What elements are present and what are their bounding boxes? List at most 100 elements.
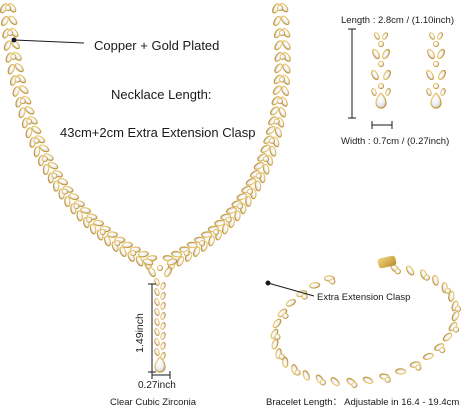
crystal-stone — [380, 31, 390, 41]
crystal-stone — [384, 87, 392, 97]
crystal-stone — [159, 341, 167, 351]
crystal-stone — [452, 326, 460, 333]
crystal-stone — [278, 29, 286, 37]
crystal-stone — [276, 98, 284, 105]
crystal-stone — [262, 163, 271, 176]
crystal-stone — [233, 209, 242, 222]
crystal-stone — [425, 47, 437, 61]
crystal-stone — [423, 274, 430, 281]
crystal-stone — [284, 297, 298, 309]
crystal-stone — [278, 76, 286, 83]
crystal-stone — [439, 347, 446, 354]
crystal-stone — [212, 228, 220, 236]
crystal-stone — [254, 179, 262, 192]
earring-width-label: Width : 0.7cm / (0.27inch) — [341, 136, 450, 147]
crystal-stone — [432, 60, 440, 68]
crystal-stone — [153, 277, 161, 287]
crystal-stone — [394, 368, 407, 375]
crystal-stone — [441, 331, 454, 343]
pendant-width-label: 0.27inch — [138, 380, 176, 391]
annotation-lines — [11, 28, 393, 379]
crystal-stone — [7, 29, 14, 37]
crystal-stone — [272, 39, 285, 52]
crystal-stone — [377, 60, 385, 68]
crystal-stone — [153, 327, 161, 337]
crystal-stone — [51, 172, 58, 179]
crystal-stone — [146, 265, 158, 279]
crystal-stone — [26, 118, 33, 125]
crystal-stone — [301, 369, 312, 382]
crystal-stone — [33, 137, 40, 144]
crystal-stone — [37, 142, 51, 154]
crystal-stone — [279, 14, 291, 27]
crystal-stone — [277, 105, 288, 119]
bracelet-length-label: Bracelet Length： Adjustable in 16.4 - 19… — [266, 397, 460, 408]
crystal-stone — [384, 376, 391, 383]
crystal-stone — [4, 4, 12, 12]
crystal-stone — [427, 31, 437, 41]
crystal-stone — [156, 264, 164, 272]
crystal-stone — [159, 291, 167, 301]
crystal-stone — [99, 228, 106, 236]
crystal-stone — [52, 180, 60, 192]
crystal-stone — [198, 240, 206, 247]
crystal-stone — [153, 347, 161, 357]
crystal-stone — [183, 250, 190, 257]
crystal-stone — [245, 195, 252, 207]
crystal-stone — [268, 137, 276, 144]
bracelet — [269, 255, 462, 389]
crystal-stone — [430, 92, 442, 109]
crystal-stone — [447, 290, 456, 303]
crystal-stone — [370, 87, 378, 97]
crystal-stone — [422, 351, 435, 362]
crystal-stone — [435, 47, 447, 61]
crystal-stone — [381, 68, 393, 82]
crystal-stone — [92, 219, 105, 227]
crystal-stone — [329, 375, 342, 388]
crystal-stone — [73, 203, 80, 210]
crystal-stone — [153, 297, 161, 307]
crystal-stone — [436, 68, 448, 82]
crystal-stone — [294, 369, 301, 376]
crystal-stone — [30, 124, 43, 136]
crystal-stone — [159, 301, 167, 311]
crystal-stone — [380, 47, 392, 61]
crystal-stone — [273, 118, 280, 125]
crystal-stone — [23, 104, 36, 117]
crystal-stone — [153, 337, 161, 347]
crystal-stone — [61, 188, 68, 195]
crystal-stone — [271, 84, 284, 97]
crystal-stone — [270, 337, 280, 351]
crystal-stone — [137, 250, 150, 258]
crystal-stone — [276, 4, 284, 12]
crystal-stone — [153, 287, 161, 297]
earring-right — [424, 31, 448, 109]
crystal-stone — [106, 231, 119, 238]
crystal-stone — [450, 309, 461, 323]
crystal-stone — [308, 281, 321, 290]
necklace-pendant — [141, 257, 179, 373]
crystal-stone — [17, 83, 30, 96]
crystal-stone — [372, 31, 382, 41]
crystal-stone — [159, 321, 167, 331]
crystal-stone — [159, 331, 167, 341]
crystal-stone — [225, 216, 232, 223]
pendant-height-label: 1.49inch — [133, 313, 146, 353]
crystal-stone — [394, 268, 401, 275]
crystal-stone — [279, 84, 291, 98]
earring-length-label: Length : 2.8cm / (1.10inch) — [341, 15, 455, 26]
crystal-stone — [186, 241, 198, 249]
crystal-stone — [19, 98, 26, 105]
earring-left — [369, 31, 393, 109]
bracelet-clasp-label: Extra Extension Clasp — [317, 292, 411, 303]
crystal-stone — [41, 155, 48, 162]
crystal-stone — [377, 82, 385, 90]
crystal-stone — [252, 160, 266, 172]
crystal-stone — [121, 241, 134, 249]
material-label: Copper + Gold Plated — [94, 38, 220, 53]
crystal-stone — [431, 274, 440, 287]
crystal-stone — [162, 265, 174, 279]
crystal-stone — [351, 381, 358, 389]
crystal-stone — [432, 82, 440, 90]
crystal-stone — [282, 312, 289, 320]
